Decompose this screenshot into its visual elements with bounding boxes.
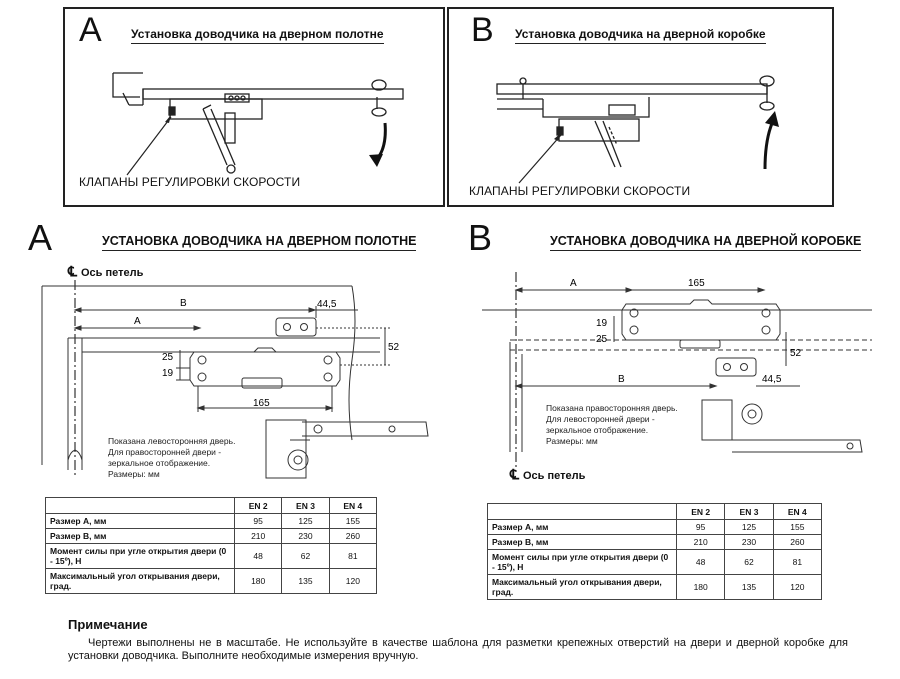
table-row: Максимальный угол открывания двери, град… <box>487 574 823 600</box>
top-panel-b-title: Установка доводчика на дверной коробке <box>515 27 766 44</box>
dim-25-label: 25 <box>162 352 174 363</box>
spec-table-b: EN 2 EN 3 EN 4 Размер A, мм 95 125 155 Р… <box>487 503 823 600</box>
section-a-title: УСТАНОВКА ДОВОДЧИКА НА ДВЕРНОМ ПОЛОТНЕ <box>102 234 417 251</box>
table-row: Максимальный угол открывания двери, град… <box>45 568 378 594</box>
dim-52-label-b: 52 <box>790 348 802 359</box>
table-header-empty-b <box>487 503 677 520</box>
table-row: Размер A, мм 95 125 155 <box>487 519 823 535</box>
table-header-en2: EN 2 <box>233 497 283 514</box>
dim-a-label: A <box>134 316 141 327</box>
section-b-drawing: A 165 19 25 52 B 44,5 <box>482 272 872 472</box>
top-panel-a-letter: A <box>79 11 102 49</box>
footer-title: Примечание <box>68 617 148 632</box>
section-a-letter: A <box>28 217 53 258</box>
dim-44-5-label-b: 44,5 <box>762 374 782 385</box>
table-header-en3: EN 3 <box>281 497 330 514</box>
frame-mount-drawing <box>496 75 779 184</box>
top-panel-b: B Установка доводчика на дверной коробке… <box>447 7 834 207</box>
top-panel-b-letter: B <box>471 11 494 49</box>
table-header-empty <box>45 497 235 514</box>
top-panel-b-valve-label: КЛАПАНЫ РЕГУЛИРОВКИ СКОРОСТИ <box>469 184 691 198</box>
table-header-en2-b: EN 2 <box>675 503 726 520</box>
section-a-drawing: B A 44,5 52 25 19 165 <box>41 280 429 479</box>
table-row: Размер B, мм 210 230 260 <box>45 528 378 544</box>
dim-52-label: 52 <box>388 342 400 353</box>
top-panel-a: A Установка доводчика на дверном полотне <box>63 7 445 207</box>
section-b-note: Показана правосторонняя дверь. Для левос… <box>546 403 678 446</box>
footer-text: Чертежи выполнены не в масштабе. Не испо… <box>68 637 848 662</box>
door-leaf-mount-drawing <box>112 72 404 176</box>
dim-165-label: 165 <box>253 398 270 409</box>
dim-a-label-b: A <box>570 278 577 289</box>
dim-b-label-b: B <box>618 374 625 385</box>
section-b-title: УСТАНОВКА ДОВОДЧИКА НА ДВЕРНОЙ КОРОБКЕ <box>550 234 862 251</box>
section-a-axis-label: ℄Ось петель <box>68 263 144 279</box>
table-row: Момент силы при угле открытия двери (0 -… <box>487 549 823 575</box>
dim-19-label-b: 19 <box>596 318 608 329</box>
table-row: Размер B, мм 210 230 260 <box>487 534 823 550</box>
dim-19-label: 19 <box>162 368 174 379</box>
section-a-note: Показана левосторонняя дверь. Для правос… <box>108 436 236 479</box>
dim-44-5-label: 44,5 <box>317 299 337 310</box>
axis-symbol: ℄ <box>68 263 77 279</box>
dim-165-label-b: 165 <box>688 278 705 289</box>
table-row: Момент силы при угле открытия двери (0 -… <box>45 543 378 569</box>
section-b-axis-label: ℄Ось петель <box>510 466 586 482</box>
spec-table-a: EN 2 EN 3 EN 4 Размер A, мм 95 125 155 Р… <box>45 497 378 594</box>
dim-b-label: B <box>180 298 187 309</box>
table-row: Размер A, мм 95 125 155 <box>45 513 378 529</box>
top-panel-a-valve-label: КЛАПАНЫ РЕГУЛИРОВКИ СКОРОСТИ <box>79 175 301 189</box>
table-header-en3-b: EN 3 <box>724 503 774 520</box>
table-header-en4-b: EN 4 <box>772 503 823 520</box>
top-panel-a-title: Установка доводчика на дверном полотне <box>131 27 384 44</box>
dim-25-label-b: 25 <box>596 334 608 345</box>
table-header-en4: EN 4 <box>328 497 378 514</box>
axis-symbol-b: ℄ <box>510 466 519 482</box>
section-b-letter: B <box>468 217 493 258</box>
